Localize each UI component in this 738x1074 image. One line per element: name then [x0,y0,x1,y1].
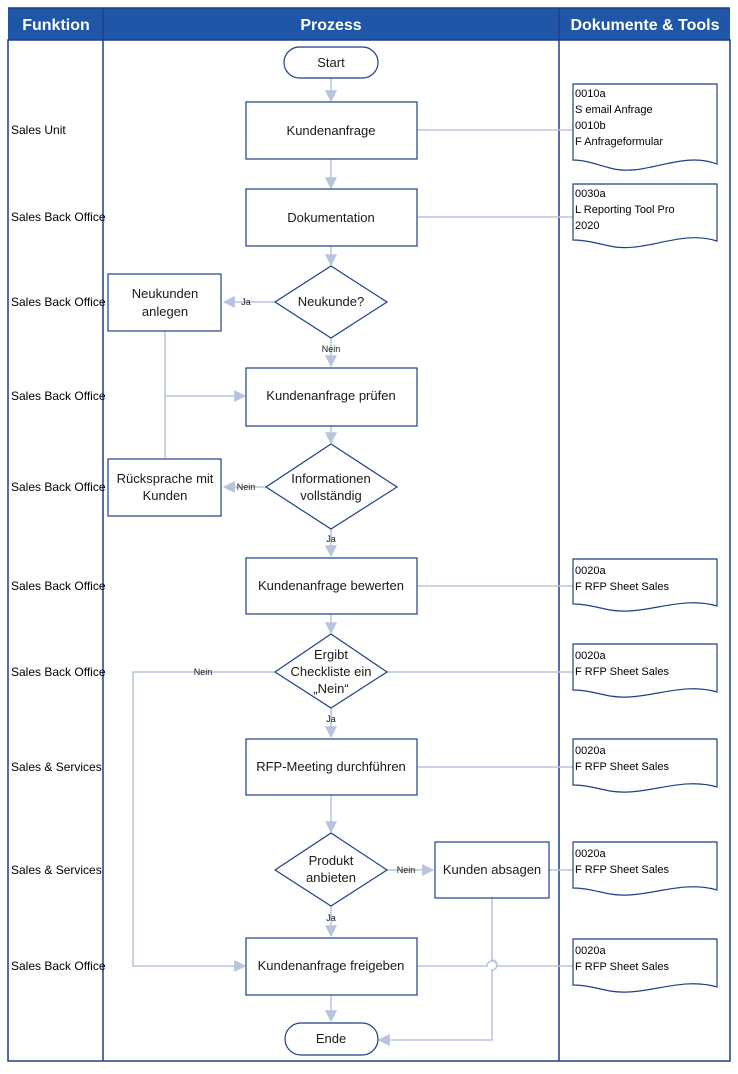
process-label: Kunden [143,488,188,503]
decision-label: „Nein“ [313,681,348,696]
connectors [132,78,573,1046]
decision-label: Checkliste ein [291,664,372,679]
function-label: Sales Back Office [11,210,106,224]
connector-checkliste-nein [132,671,275,972]
documents-column: 0010a S email Anfrage 0010b F Anfragefor… [572,83,718,993]
document-shape [572,738,718,793]
process-label: Kundenanfrage bewerten [258,578,404,593]
decision-label: Neukunde? [298,294,365,309]
edge-label-ja: Ja [326,714,336,724]
process-label: Dokumentation [287,210,374,225]
decision-checkliste [273,633,389,709]
document-shape [572,183,718,249]
process-label: Rücksprache mit [117,471,214,486]
header-documents: Dokumente & Tools [570,17,719,34]
document-shape [572,938,718,993]
process-label: Kundenanfrage freigeben [258,958,405,973]
document-line: 0020a [575,565,606,577]
process-label: Neukunden [132,286,199,301]
start-node [283,46,379,79]
edge-label-nein: Nein [322,344,341,354]
process-box-ruecksprache [107,458,222,517]
function-column: Sales Unit Sales Back Office Sales Back … [11,123,106,973]
document-line: L Reporting Tool Pro [575,204,675,216]
function-label: Sales Back Office [11,389,106,403]
connector-doc-freigeben [417,960,573,967]
header-process: Prozess [300,17,361,34]
process-box-kundenanfrage [245,101,418,160]
edge-label-ja: Ja [326,913,336,923]
decision-label: anbieten [306,870,356,885]
edge-label-ja: Ja [326,534,336,544]
decision-label: Informationen [291,471,371,486]
process-shapes: Start Kundenanfrage Dokumentation Neukun… [107,46,550,1056]
process-box-freigeben [245,937,418,996]
document-shape [572,558,718,612]
header-function: Funktion [22,17,90,34]
decision-neukunde [273,265,389,339]
function-label: Sales & Services [11,760,102,774]
function-label: Sales & Services [11,863,102,877]
process-box-neukunden-anlegen [107,273,222,332]
function-label: Sales Back Office [11,579,106,593]
function-label: Sales Unit [11,123,66,137]
document-line: F RFP Sheet Sales [575,761,669,773]
decision-label: Produkt [309,853,354,868]
document-line: 0020a [575,945,606,957]
edge-labels: Ja Nein Nein Ja Nein Ja Nein Ja [194,297,416,923]
edge-label-nein: Nein [194,667,213,677]
process-label: anlegen [142,304,188,319]
decision-informationen [264,443,399,530]
process-label: Kundenanfrage prüfen [266,388,395,403]
header-row: Funktion Prozess Dokumente & Tools [8,8,730,40]
document-line: F RFP Sheet Sales [575,581,669,593]
function-label: Sales Back Office [11,665,106,679]
document-shape [572,841,718,896]
header-background [8,8,730,40]
process-box-bewerten [245,557,418,615]
end-node [284,1022,379,1056]
function-label: Sales Back Office [11,959,106,973]
process-box-absagen [434,841,550,899]
function-label: Sales Back Office [11,295,106,309]
decision-produkt [273,832,389,907]
document-line: 0020a [575,745,606,757]
decision-label: vollständig [300,488,361,503]
process-box-dokumentation [245,188,418,247]
document-line: F Anfrageformular [575,136,663,148]
document-shape [572,643,718,698]
document-line: 0030a [575,188,606,200]
document-line: 0020a [575,848,606,860]
process-label: Kunden absagen [443,862,541,877]
end-label: Ende [316,1031,346,1046]
edge-label-nein: Nein [237,482,256,492]
document-shape [572,83,718,171]
function-label: Sales Back Office [11,480,106,494]
start-label: Start [317,55,345,70]
document-line: 2020 [575,220,599,232]
swimlane-borders [7,7,731,1062]
document-line: 0010b [575,120,606,132]
edge-label-ja: Ja [241,297,251,307]
document-line: 0020a [575,650,606,662]
process-label: RFP-Meeting durchführen [256,759,406,774]
document-line: 0010a [575,88,606,100]
decision-label: Ergibt [314,647,348,662]
document-line: F RFP Sheet Sales [575,864,669,876]
process-label: Kundenanfrage [287,123,376,138]
document-line: F RFP Sheet Sales [575,961,669,973]
edge-label-nein: Nein [397,865,416,875]
outer-border [7,39,731,1062]
process-box-pruefen [245,367,418,427]
document-line: S email Anfrage [575,104,653,116]
process-box-rfp-meeting [245,738,418,796]
document-line: F RFP Sheet Sales [575,666,669,678]
